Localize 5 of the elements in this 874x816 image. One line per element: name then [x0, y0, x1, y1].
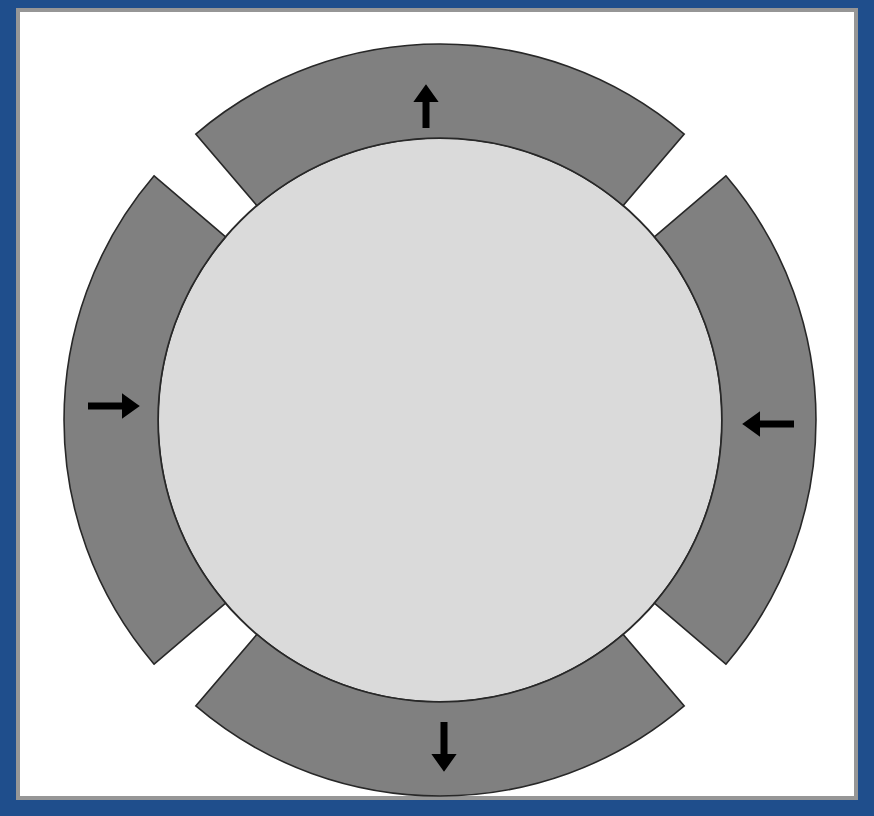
- ring-segment: [63, 175, 227, 665]
- ring-segment: [653, 175, 817, 665]
- ring-segment: [195, 633, 685, 797]
- center-circle: [157, 137, 723, 703]
- ring-segment: [195, 43, 685, 207]
